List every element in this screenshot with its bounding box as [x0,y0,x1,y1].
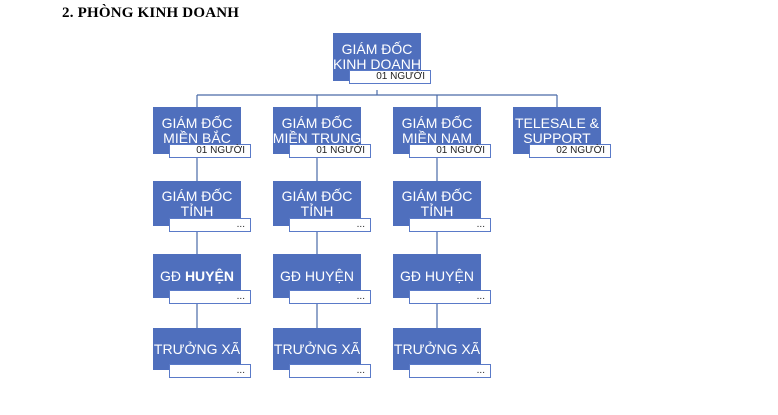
node-line1: GIÁM ĐỐC [401,187,473,204]
node-line1: GIÁM ĐỐC [341,41,413,57]
node-line1: GĐ HUYỆN [400,267,474,284]
node-line1: GIÁM ĐỐC [281,114,353,131]
count-xa-1: ... [169,364,251,378]
node-prefix: GĐ [160,267,185,284]
count-huyen-3: ... [409,290,491,304]
node-line1: TRƯỞNG XÃ [393,340,481,357]
count-huyen-2: ... [289,290,371,304]
section-heading: 2. PHÒNG KINH DOANH [62,5,240,21]
count-xa-2: ... [289,364,371,378]
node-truong-xa-1: TRƯỞNG XÃ [153,328,241,370]
count-tinh-1: ... [169,218,251,232]
count-mien-bac: 01 NGƯỜI [169,144,251,158]
node-line2: KINH DOANH [333,56,421,72]
count-giam-doc-kinh-doanh: 01 NGƯỜI [349,70,431,84]
node-line2: MIỀN BẮC [163,129,231,146]
node-line2: TỈNH [420,202,454,219]
count-telesale-support: 02 NGƯỜI [529,144,611,158]
node-line1: GIÁM ĐỐC [161,187,233,204]
node-line2: SUPPORT [523,129,591,146]
node-truong-xa-2: TRƯỞNG XÃ [273,328,361,370]
node-line2: MIỀN NAM [402,129,472,146]
node-line1: GĐ HUYỆN [160,267,234,284]
node-bold-word: HUYỆN [184,267,234,284]
count-mien-trung: 01 NGƯỜI [289,144,371,158]
count-huyen-1: ... [169,290,251,304]
node-line1: TRƯỞNG XÃ [153,340,241,357]
node-line1: GĐ HUYỆN [280,267,354,284]
node-line2: TỈNH [180,202,214,219]
node-line1: TELESALE & [514,114,600,131]
node-line1: GIÁM ĐỐC [401,114,473,131]
node-line1: GIÁM ĐỐC [161,114,233,131]
node-truong-xa-3: TRƯỞNG XÃ [393,328,481,370]
node-line2: MIỀN TRUNG [272,129,362,146]
count-xa-3: ... [409,364,491,378]
node-line2: TỈNH [300,202,334,219]
node-line1: TRƯỞNG XÃ [273,340,361,357]
count-tinh-3: ... [409,218,491,232]
node-line1: GIÁM ĐỐC [281,187,353,204]
count-mien-nam: 01 NGƯỜI [409,144,491,158]
count-tinh-2: ... [289,218,371,232]
